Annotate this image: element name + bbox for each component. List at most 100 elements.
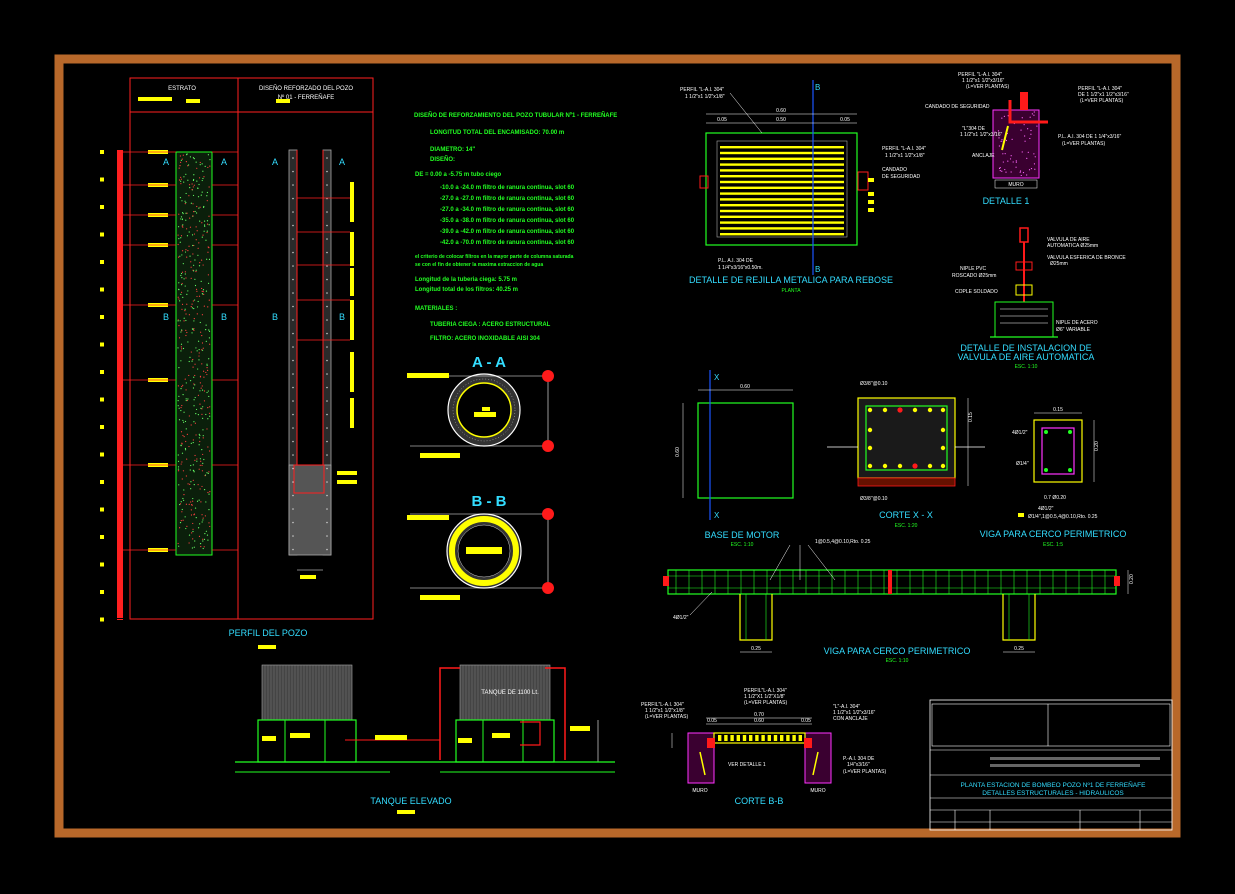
- strata-column: [175, 151, 213, 556]
- svg-text:(L=VER PLANTAS): (L=VER PLANTAS): [966, 84, 1009, 90]
- profile-section: ESTRATO DISEÑO REFORZADO DEL POZO Nº 01 …: [100, 77, 374, 649]
- motor-title: BASE DE MOTOR: [705, 530, 780, 540]
- svg-text:DISEÑO:: DISEÑO:: [430, 156, 455, 163]
- svg-text:1 1/2"x1 1/2"x1/8": 1 1/2"x1 1/2"x1/8": [685, 94, 725, 100]
- svg-text:1 1/2"x1 1/2"x1/8": 1 1/2"x1 1/2"x1/8": [885, 153, 925, 159]
- tank-capacity: TANQUE DE 1100 Lt.: [481, 690, 539, 696]
- svg-text:Ø1/4",1@0.5,4@0.10,Rto. 0.25: Ø1/4",1@0.5,4@0.10,Rto. 0.25: [1028, 514, 1098, 520]
- svg-text:VALVULA DE AIRE: VALVULA DE AIRE: [1047, 237, 1090, 243]
- svg-text:4Ø1/2": 4Ø1/2": [673, 615, 689, 621]
- svg-text:ESC. 1:10: ESC. 1:10: [886, 658, 909, 664]
- svg-text:A: A: [339, 157, 345, 167]
- corte-b-b: 0.70 0.05 0.60 0.05 PERFIL"L-A.I. 304" 1…: [641, 688, 886, 806]
- svg-text:(L=VER PLANTAS): (L=VER PLANTAS): [843, 769, 886, 775]
- design-notes: DISEÑO DE REFORZAMIENTO DEL POZO TUBULAR…: [414, 112, 617, 342]
- detalle-1: PERFIL "L-A.I. 304" 1 1/2"x1 1/2"x3/16" …: [925, 72, 1129, 206]
- svg-text:0.15: 0.15: [1053, 407, 1063, 413]
- svg-text:PERFIL "L-A.I. 304": PERFIL "L-A.I. 304": [1078, 86, 1122, 92]
- well-gravel-bottom: [288, 464, 332, 556]
- motor-base: X X 0.60 0.60 BASE DE MOTOR ESC. 1:10: [675, 370, 794, 548]
- svg-text:"L"-A.I. 304": "L"-A.I. 304": [833, 704, 860, 710]
- svg-text:Ø3/8"@0.10: Ø3/8"@0.10: [860, 381, 888, 387]
- svg-text:X: X: [714, 511, 720, 520]
- svg-text:Ø3/8"@0.10: Ø3/8"@0.10: [860, 496, 888, 502]
- tank-title: TANQUE ELEVADO: [370, 796, 451, 806]
- svg-text:0.60: 0.60: [740, 384, 750, 390]
- svg-text:ESC. 1:20: ESC. 1:20: [895, 523, 918, 529]
- section-a-a-title: A - A: [472, 354, 506, 371]
- svg-text:P.L. A.I. 304 DE: P.L. A.I. 304 DE: [718, 258, 754, 264]
- svg-text:1 1/2"x1 1/2"x3/16": 1 1/2"x1 1/2"x3/16": [833, 710, 876, 716]
- svg-text:TUBERIA CIEGA : ACERO ESTRUCTU: TUBERIA CIEGA : ACERO ESTRUCTURAL: [430, 322, 551, 328]
- corte-b-b-title: CORTE B-B: [735, 796, 784, 806]
- svg-text:0.05: 0.05: [801, 718, 811, 724]
- svg-text:PLANTA: PLANTA: [781, 288, 801, 294]
- svg-text:NIPLE PVC: NIPLE PVC: [960, 266, 987, 272]
- corte-x-x-title: CORTE X - X: [879, 510, 933, 520]
- valvula-title-1: DETALLE DE INSTALACION DE: [960, 343, 1091, 353]
- svg-text:A: A: [272, 157, 278, 167]
- svg-text:Longitud total de los filtros:: Longitud total de los filtros: 40.25 m: [415, 287, 518, 293]
- valvula-detail: VALVULA DE AIRE AUTOMATICA Ø25mm VALVULA…: [952, 227, 1126, 370]
- svg-text:(L=VER PLANTAS): (L=VER PLANTAS): [645, 714, 688, 720]
- svg-text:VER DETALLE 1: VER DETALLE 1: [728, 762, 766, 768]
- svg-text:CANDADO DE SEGURIDAD: CANDADO DE SEGURIDAD: [925, 104, 990, 110]
- svg-text:0.05: 0.05: [707, 718, 717, 724]
- svg-text:-27.0 a -34.0 m filtro de ranu: -27.0 a -34.0 m filtro de ranura continu…: [440, 207, 575, 213]
- svg-text:PERFIL"L-A.I. 304": PERFIL"L-A.I. 304": [641, 702, 684, 708]
- svg-text:1 1/2"x1 1/2"x3/16": 1 1/2"x1 1/2"x3/16": [960, 132, 1003, 138]
- svg-text:MURO: MURO: [692, 788, 707, 794]
- viga-elevation-title: VIGA PARA CERCO PERIMETRICO: [824, 646, 971, 656]
- valvula-title-2: VALVULA DE AIRE AUTOMATICA: [958, 352, 1095, 362]
- svg-text:1 1/4"x3/16"x0.50m.: 1 1/4"x3/16"x0.50m.: [718, 265, 763, 271]
- svg-text:(L=VER PLANTAS): (L=VER PLANTAS): [1080, 98, 1123, 104]
- svg-text:-27.0 a -27.0 m filtro de ranu: -27.0 a -27.0 m filtro de ranura continu…: [440, 196, 575, 202]
- svg-text:B: B: [815, 265, 820, 274]
- svg-text:-39.0 a -42.0 m filtro de ranu: -39.0 a -42.0 m filtro de ranura continu…: [440, 229, 575, 235]
- notes-heading: DISEÑO DE REFORZAMIENTO DEL POZO TUBULAR…: [414, 112, 617, 119]
- svg-text:P.-A.I. 304 DE: P.-A.I. 304 DE: [843, 756, 875, 762]
- svg-text:P.L. A.I. 304 DE 1 1/4"x3/16": P.L. A.I. 304 DE 1 1/4"x3/16": [1058, 134, 1121, 140]
- svg-text:AUTOMATICA Ø25mm: AUTOMATICA Ø25mm: [1047, 243, 1098, 249]
- diseno-header-2: Nº 01 - FERREÑAFE: [278, 94, 335, 101]
- section-b-b-title: B - B: [472, 493, 507, 510]
- cut-b-left: B: [163, 312, 169, 322]
- rejilla-detail: B B 0.60 0.05 0.50 0.05 PERFIL "L-A.I. 3…: [680, 80, 926, 294]
- svg-text:1 1/2"X1 1/2"X1/8": 1 1/2"X1 1/2"X1/8": [744, 694, 785, 700]
- svg-text:PERFIL "L-A.I. 304": PERFIL "L-A.I. 304": [882, 146, 926, 152]
- svg-text:se con el fin de obtener la ma: se con el fin de obtener la maxima extra…: [415, 262, 543, 268]
- svg-text:ESC. 1:5: ESC. 1:5: [1043, 542, 1063, 548]
- svg-text:1 1/2"x1 1/2"x3/16": 1 1/2"x1 1/2"x3/16": [962, 78, 1005, 84]
- svg-text:X: X: [714, 373, 720, 382]
- svg-text:DE = 0.00 a -5.75 m tubo ciego: DE = 0.00 a -5.75 m tubo ciego: [415, 172, 502, 178]
- svg-text:-35.0 a -38.0 m filtro de ranu: -35.0 a -38.0 m filtro de ranura continu…: [440, 218, 575, 224]
- viga-section-title: VIGA PARA CERCO PERIMETRICO: [980, 529, 1127, 539]
- svg-text:0.70: 0.70: [754, 712, 764, 718]
- viga-section: 0.15 0.20 4Ø1/2" Ø1/4" 0.7 Ø0.20 4Ø1/2" …: [980, 407, 1127, 548]
- svg-text:(L=VER PLANTAS): (L=VER PLANTAS): [1062, 141, 1105, 147]
- svg-text:B: B: [221, 312, 227, 322]
- corte-x-x: Ø3/8"@0.10 Ø3/8"@0.10 0.15 CORTE X - X E…: [827, 381, 985, 529]
- svg-text:MATERIALES :: MATERIALES :: [415, 306, 457, 312]
- svg-text:ESC. 1:10: ESC. 1:10: [731, 542, 754, 548]
- svg-text:0.50: 0.50: [776, 117, 786, 123]
- svg-text:B: B: [272, 312, 278, 322]
- svg-text:ESC. 1:10: ESC. 1:10: [1015, 364, 1038, 370]
- title-block-line-1: PLANTA ESTACION DE BOMBEO POZO Nº1 DE FE…: [961, 780, 1147, 789]
- viga-elevation: 1@0.5,4@0.10,Rto. 0.25 4Ø1/2" 0.25 0.25 …: [663, 539, 1135, 664]
- svg-text:NIPLE DE ACERO: NIPLE DE ACERO: [1056, 320, 1098, 326]
- svg-text:PERFIL "L-A.I. 304": PERFIL "L-A.I. 304": [958, 72, 1002, 78]
- svg-text:4Ø1/2": 4Ø1/2": [1038, 506, 1054, 512]
- svg-text:Ø1/4": Ø1/4": [1016, 461, 1029, 467]
- svg-text:Ø6" VARIABLE: Ø6" VARIABLE: [1056, 327, 1091, 333]
- svg-text:0.60: 0.60: [675, 447, 681, 457]
- svg-text:0.20: 0.20: [1129, 574, 1135, 584]
- rejilla-title: DETALLE DE REJILLA METALICA PARA REBOSE: [689, 275, 893, 285]
- section-b-b: B - B: [407, 493, 554, 600]
- elevated-tank: TANQUE DE 1100 Lt. TANQUE ELEVADO: [235, 664, 615, 814]
- svg-text:1@0.5,4@0.10,Rto. 0.25: 1@0.5,4@0.10,Rto. 0.25: [815, 539, 871, 545]
- svg-text:COPLE SOLDADO: COPLE SOLDADO: [955, 289, 998, 295]
- svg-text:0.25: 0.25: [1014, 646, 1024, 652]
- svg-text:0.60: 0.60: [754, 718, 764, 724]
